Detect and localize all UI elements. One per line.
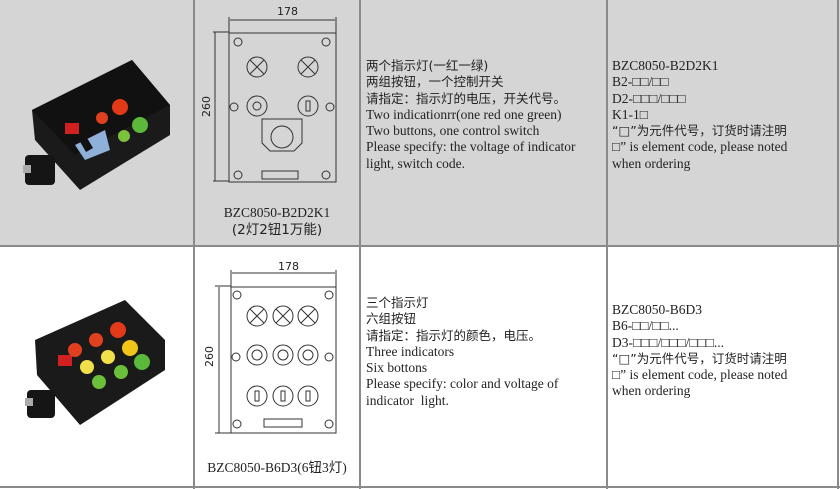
description-cn-line: 请指定：指示灯的电压，开关代号。 — [366, 90, 567, 106]
ordering-note-en: □” is element code, please noted — [612, 139, 788, 155]
ordering-note-en: □” is element code, please noted — [612, 367, 788, 383]
dimension-drawing-b6d3 — [215, 270, 337, 434]
row-divider — [0, 486, 840, 488]
description-cn-line: 两个指示灯(一红一绿) — [366, 58, 489, 73]
description-cn-line: 请指定：指示灯的颜色，电压。 — [366, 327, 542, 343]
description-en-line: indicator light. — [366, 392, 449, 408]
model-caption-note: (2灯2钮1万能) — [231, 222, 323, 238]
height-dimension: 260 — [203, 346, 216, 367]
description-en-line: Please specify: color and voltage of — [366, 376, 559, 392]
description-en-line: light, switch code. — [366, 155, 465, 171]
ordering-line: B2-□□/□□ — [612, 74, 669, 90]
description-cn-line: 两组按钮，一个控制开关 — [366, 74, 504, 90]
product-photo-b2d2k1 — [23, 60, 170, 190]
description-en-line: Two buttons, one control switch — [366, 123, 540, 139]
description-cn-line: 三个指示灯 — [366, 295, 429, 310]
column-divider — [606, 0, 608, 489]
ordering-line: BZC8050-B2D2K1 — [612, 58, 719, 73]
width-dimension: 178 — [277, 5, 298, 18]
row-divider — [0, 245, 840, 247]
ordering-line: K1-1□ — [612, 106, 648, 122]
description-b6d3: 三个指示灯 六组按钮 请指定：指示灯的颜色，电压。 Three indicato… — [366, 295, 558, 409]
dimension-drawing-b2d2k1 — [213, 17, 337, 183]
description-en-line: Please specify: the voltage of indicator — [366, 139, 576, 155]
ordering-line: D3-□□□/□□□/□□□... — [612, 334, 725, 350]
ordering-line: B6-□□/□□... — [612, 318, 679, 334]
ordering-note-cn: “□”为元件代号，订货时请注明 — [612, 123, 787, 139]
description-b2d2k1: 两个指示灯(一红一绿) 两组按钮，一个控制开关 请指定：指示灯的电压，开关代号。… — [366, 58, 576, 172]
product-photo-b6d3 — [25, 300, 165, 425]
column-divider — [193, 0, 195, 489]
ordering-line: D2-□□□/□□□ — [612, 90, 686, 106]
ordering-b6d3: BZC8050-B6D3 B6-□□/□□... D3-□□□/□□□/□□□.… — [612, 302, 787, 400]
ordering-b2d2k1: BZC8050-B2D2K1 B2-□□/□□ D2-□□□/□□□ K1-1□… — [612, 58, 787, 172]
model-caption: BZC8050-B2D2K1 — [223, 205, 331, 220]
ordering-line: BZC8050-B6D3 — [612, 302, 703, 317]
description-en-line: Two indicationrr(one red one green) — [366, 106, 562, 122]
column-divider — [837, 0, 839, 489]
description-en-line: Six bottons — [366, 360, 428, 376]
height-dimension: 260 — [200, 96, 213, 117]
description-en-line: Three indicators — [366, 343, 455, 359]
model-caption: BZC8050-B6D3(6钮3灯) — [207, 460, 347, 475]
ordering-note-cn: “□”为元件代号，订货时请注明 — [612, 350, 787, 366]
ordering-note-en: when ordering — [612, 383, 691, 399]
column-divider — [359, 0, 361, 489]
width-dimension: 178 — [278, 260, 299, 273]
description-cn-line: 六组按钮 — [366, 311, 417, 327]
ordering-note-en: when ordering — [612, 155, 691, 171]
